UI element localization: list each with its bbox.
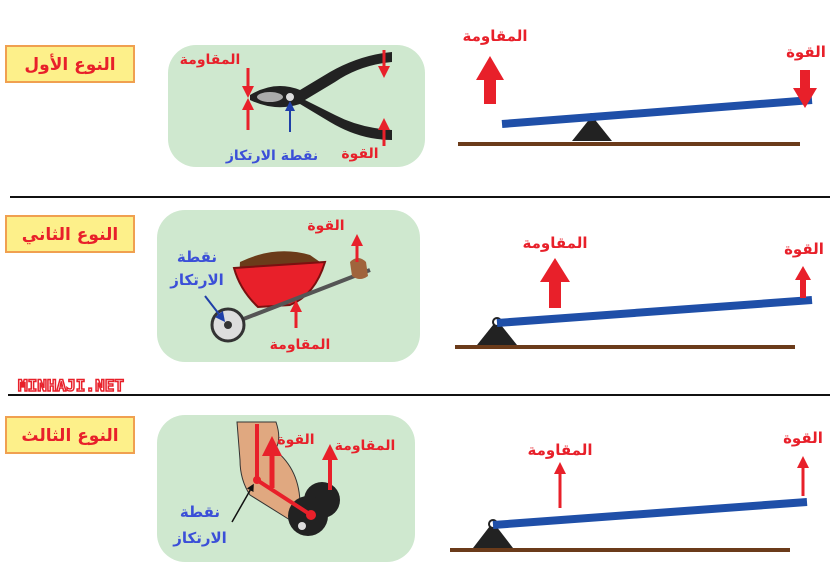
row-type-2: النوع الثاني القوة المقاومة نقطة الارتكا… <box>5 210 824 362</box>
fulcrum-arrow <box>231 483 254 523</box>
force-label: القوة <box>341 146 378 162</box>
force-label: القوة <box>784 240 824 258</box>
force-label: القوة <box>277 432 314 448</box>
fulcrum <box>473 522 513 548</box>
fulcrum-label: الارتكاز <box>172 529 227 547</box>
resistance-label: المقاومة <box>335 438 396 454</box>
fulcrum-label: نقطة <box>177 248 217 266</box>
type-label-box <box>5 45 135 83</box>
fulcrum-label: نقطة <box>180 503 220 521</box>
resistance-arrow <box>476 56 504 104</box>
lever-beam <box>496 296 813 327</box>
lever-beam <box>492 498 808 529</box>
fulcrum-label: الارتكاز <box>169 271 224 289</box>
type-label: النوع الثاني <box>22 225 118 245</box>
type-label-box <box>5 416 135 454</box>
pliers-illustration <box>250 52 392 140</box>
force-label: القوة <box>786 43 826 61</box>
force-label: القوة <box>783 429 823 447</box>
example-panel <box>168 45 425 167</box>
fulcrum-label: نقطة الارتكاز <box>225 148 318 164</box>
type-label: النوع الثالث <box>21 426 118 446</box>
resistance-label: المقاومة <box>528 441 593 459</box>
resistance-arrow <box>540 258 570 308</box>
fulcrum <box>477 320 517 345</box>
fulcrum <box>572 116 612 141</box>
force-arrow <box>795 266 811 298</box>
resistance-label: المقاومة <box>180 52 241 68</box>
wheelbarrow-illustration <box>210 251 371 343</box>
resistance-label: المقاومة <box>523 234 588 252</box>
type-label-box <box>5 215 135 253</box>
resistance-label: المقاومة <box>270 337 331 353</box>
lever-beam <box>501 96 813 128</box>
type-label: النوع الأول <box>24 54 115 75</box>
row-type-3: النوع الثالث القوة المقاومة نقطة الارتكا… <box>5 415 823 562</box>
watermark: MINHAJI.NET <box>18 376 124 395</box>
row-type-1: النوع الأول المقاومة القوة نقطة الارتكاز… <box>5 27 826 167</box>
arm-dumbbell-illustration <box>236 421 340 536</box>
force-label: القوة <box>307 218 344 234</box>
force-arrow <box>793 70 817 108</box>
fulcrum-arrow <box>204 295 226 322</box>
resistance-label: المقاومة <box>463 27 528 45</box>
